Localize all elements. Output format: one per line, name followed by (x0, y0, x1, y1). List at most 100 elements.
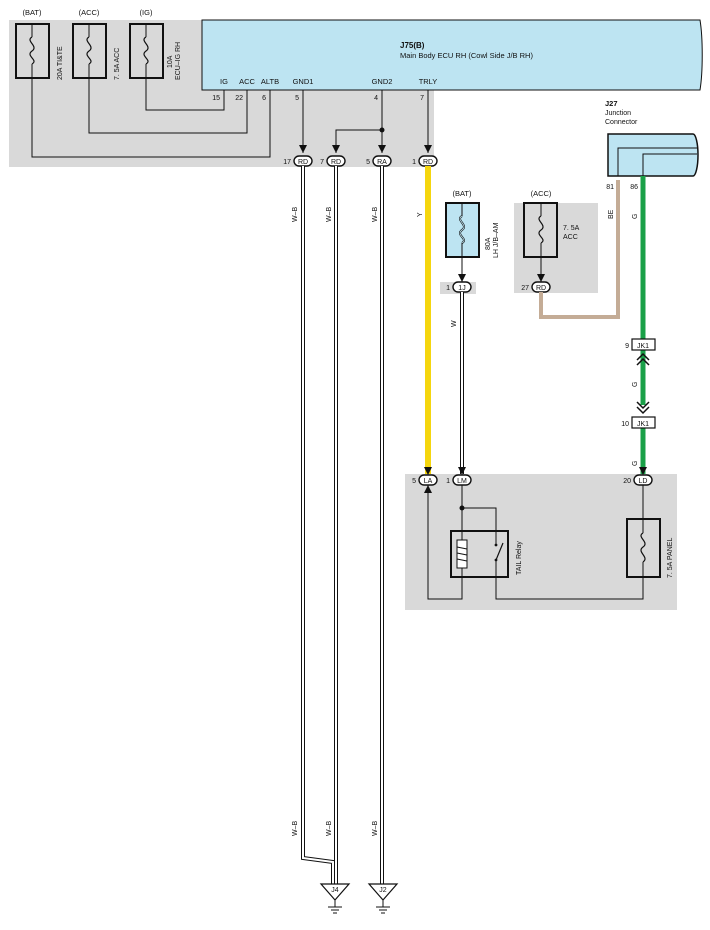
ecu-pin-ig-name: IG (220, 77, 228, 86)
ground-j4-label: J4 (331, 887, 339, 894)
junction-connector-body (607, 133, 699, 177)
fuse-3-label-2: ECU–IG RH (175, 42, 182, 80)
connector-rd-7-code: RD (331, 159, 341, 166)
connector-jk1-9-code: JK1 (637, 343, 649, 350)
wire-label-wb-2: W–B (326, 207, 333, 223)
connector-ra-5-code: RA (377, 159, 387, 166)
fuse-2-label: 7. 5A ACC (114, 48, 121, 80)
ecu-pin-trly-name: TRLY (419, 77, 438, 86)
connector-rd-1-code: RD (423, 159, 433, 166)
connector-rd-1-pin: 1 (412, 159, 416, 166)
jk1-chevron-down-icon (636, 401, 650, 415)
la-arrow-up (424, 485, 432, 493)
wire-label-y: Y (417, 212, 424, 217)
fuse-3-label: 10A (167, 55, 174, 68)
fuse-3-source: (IG) (140, 8, 153, 17)
connector-jk1-10-pin: 10 (621, 421, 629, 428)
lh-fuse-label-2: LH J/B–AM (493, 222, 500, 258)
connector-la-5-pin: 5 (412, 478, 416, 485)
acc-fuse-label-2: ACC (563, 234, 578, 241)
wire-label-g-3: G (632, 461, 639, 466)
connector-jk1-10-code: JK1 (637, 421, 649, 428)
ground-j2-label: J2 (379, 887, 387, 894)
connector-rd-17: RD 17 (283, 155, 313, 167)
connector-la-5-code: LA (424, 478, 433, 485)
ecu-body (201, 19, 703, 91)
lh-fuse-label: 80A (485, 237, 492, 250)
lh-fuse-source: (BAT) (452, 189, 472, 198)
beige-wire (539, 180, 620, 319)
connector-rd-17-code: RD (298, 159, 308, 166)
connector-jk1-9: JK1 9 (625, 338, 656, 351)
ecu-pin-acc-num: 22 (235, 95, 243, 102)
fuse-2-icon (72, 23, 107, 79)
relay-splice (459, 505, 465, 511)
wire-label-wb-1: W–B (292, 207, 299, 223)
junction-pin-86: 86 (630, 184, 638, 191)
wire-label-g-1: G (632, 214, 639, 219)
wire-label-wb-5: W–B (326, 821, 333, 837)
wire-label-wb-6: W–B (372, 821, 379, 837)
connector-ra-5-pin: 5 (366, 159, 370, 166)
gnd2-splice (379, 127, 385, 133)
acc-fuse-source: (ACC) (531, 189, 552, 198)
fuse-3-icon (129, 23, 164, 79)
connector-ld-20-pin: 20 (623, 478, 631, 485)
panel-fuse-icon (626, 518, 661, 578)
wire-label-be: BE (608, 209, 615, 219)
connector-lm-1-code: LM (457, 478, 467, 485)
ecu-pin-trly-num: 7 (420, 95, 424, 102)
connector-rd-7: RD 7 (320, 155, 346, 167)
connector-1j-pin: 1 (446, 285, 450, 292)
ecu-pin-acc-name: ACC (239, 77, 255, 86)
ecu-pin-gnd2-num: 4 (374, 95, 378, 102)
wire-label-wb-4: W–B (292, 821, 299, 837)
panel-fuse-label: 7. 5A PANEL (667, 538, 674, 578)
ecu-fuse-wires (31, 78, 429, 158)
ground-j2-icon: J2 (367, 883, 399, 914)
lh-fuse-icon (445, 202, 480, 258)
wire-label-wb-3: W–B (372, 207, 379, 223)
connector-1j-code: 1J (458, 285, 465, 292)
connector-rd-27-code: RD (536, 285, 546, 292)
fuse-2-source: (ACC) (79, 8, 100, 17)
ecu-id: J75(B) (400, 41, 425, 50)
connector-ld-20-code: LD (639, 478, 648, 485)
ecu-pin-altb-name: ALTB (261, 77, 279, 86)
ground-j4-icon: J4 (319, 883, 351, 914)
ecu-pin-gnd2-name: GND2 (372, 77, 393, 86)
fuse-1-label: 20A TI&TE (57, 46, 64, 80)
acc-fuse-icon (523, 202, 558, 258)
junction-id: J27 (605, 99, 618, 108)
fuse-1-icon (15, 23, 50, 79)
wire-label-g-2: G (632, 382, 639, 387)
ecu-pin-gnd1-name: GND1 (293, 77, 314, 86)
ecu-pin-gnd1-num: 5 (295, 95, 299, 102)
junction-bus (617, 147, 697, 176)
connector-lm-1-pin: 1 (446, 478, 450, 485)
acc-fuse-label: 7. 5A (563, 225, 580, 232)
connector-rd-27-pin: 27 (521, 285, 529, 292)
connector-1j: 1J 1 (446, 281, 472, 293)
junction-name-2: Connector (605, 119, 638, 126)
ecu-pin-ig-num: 15 (212, 95, 220, 102)
acc-fuse-arrow (537, 274, 545, 282)
connector-ld-20: LD 20 (623, 474, 653, 486)
tail-relay-label: TAIL Relay (516, 541, 523, 575)
connector-rd-7-pin: 7 (320, 159, 324, 166)
jk1-chevron-up-icon (636, 352, 650, 366)
connector-lm-1: LM 1 (446, 474, 472, 486)
ecu-pin-altb-num: 6 (262, 95, 266, 102)
bottom-arrowheads (424, 467, 647, 475)
connector-jk1-9-pin: 9 (625, 343, 629, 350)
fuse-1-source: (BAT) (22, 8, 42, 17)
lh-fuse-arrow (458, 274, 466, 282)
connector-jk1-10: JK1 10 (621, 416, 656, 429)
ecu-name: Main Body ECU RH (Cowl Side J/B RH) (400, 51, 533, 60)
junction-name: Junction (605, 110, 631, 117)
connector-rd-17-pin: 17 (283, 159, 291, 166)
wire-label-w: W (451, 320, 458, 327)
tail-relay-icon (450, 530, 509, 578)
junction-pin-81: 81 (606, 184, 614, 191)
